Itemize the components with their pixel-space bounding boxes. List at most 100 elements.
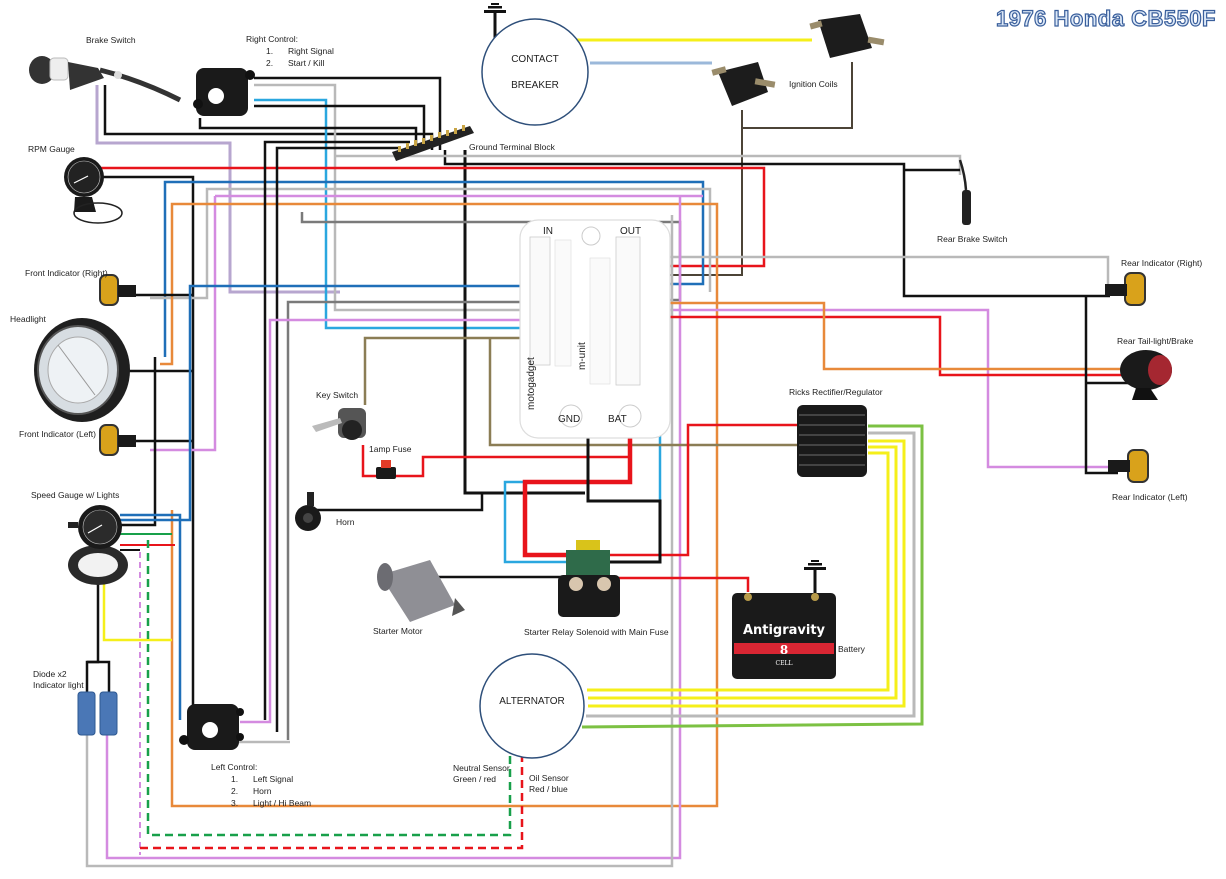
front-indicator-right-icon	[99, 274, 136, 306]
battery-cell-word: CELL	[776, 660, 793, 667]
front-indicator-left-label: Front Indicator (Left)	[19, 429, 97, 439]
left-control-label-group: Left Control: 1. Left Signal 2. Horn 3. …	[211, 761, 311, 809]
right-control-item-num: 2.	[266, 58, 274, 68]
wire-lightblue-rc	[254, 98, 535, 330]
m-unit-bat-label: BAT	[608, 414, 627, 425]
wire-black-diode2	[87, 660, 111, 692]
left-control-item-num: 3.	[231, 798, 239, 808]
wire-black-gnd-munit	[586, 412, 662, 564]
wire-red-relay-out	[595, 423, 800, 557]
contact-breaker-line1: CONTACT	[511, 54, 559, 65]
wire-darkgrey-2	[286, 300, 535, 740]
oil-sensor-label-line2: Red / blue	[529, 784, 568, 794]
rear-indicator-right-label: Rear Indicator (Right)	[1121, 258, 1203, 268]
alternator	[479, 653, 585, 759]
right-control-item-text: Right Signal	[288, 46, 334, 56]
wire-dash-green	[146, 540, 512, 837]
ground-symbol-cb	[484, 3, 506, 13]
wire-grey-rc	[254, 83, 535, 312]
wire-lilac-brake	[95, 85, 340, 294]
speed-gauge-label: Speed Gauge w/ Lights	[31, 490, 120, 500]
m-unit-in-label: IN	[543, 226, 553, 237]
right-control-item: 1. Right Signal	[246, 45, 334, 57]
starter-relay-icon	[558, 540, 620, 617]
right-control-icon	[193, 68, 255, 116]
wire-blue-main	[163, 180, 705, 357]
wire-red-batt	[610, 576, 750, 592]
brake-switch-icon	[29, 56, 182, 103]
left-control-item-text: Left Signal	[253, 774, 294, 784]
diode-right-icon	[99, 691, 118, 736]
wire-black-rear	[1084, 296, 1118, 475]
wire-black-lc-2	[275, 146, 400, 732]
battery-icon: Antigravity 8 CELL	[732, 593, 836, 679]
starter-motor-label: Starter Motor	[373, 626, 423, 636]
wire-black-gnd-block	[443, 150, 1110, 298]
right-control-item-text: Start / Kill	[288, 58, 325, 68]
wire-yellow-alt-3	[588, 439, 906, 708]
horn-label: Horn	[336, 517, 355, 527]
wire-grey-alt	[586, 431, 916, 718]
diode-label-line2: Indicator light	[33, 680, 84, 690]
wire-orange-tail	[640, 301, 1128, 371]
left-control-item: 3. Light / Hi Beam	[211, 797, 311, 809]
left-control-item: 1. Left Signal	[211, 773, 311, 785]
diode-left-icon	[77, 691, 96, 736]
speed-gauge-icon	[68, 505, 128, 585]
headlight-icon	[34, 318, 130, 422]
starter-relay-label: Starter Relay Solenoid with Main Fuse	[524, 627, 669, 637]
oil-sensor-label-line1: Oil Sensor	[529, 773, 569, 783]
alternator-label: ALTERNATOR	[499, 696, 565, 707]
wire-black-gnd-main	[463, 150, 585, 495]
key-switch-label: Key Switch	[316, 390, 359, 400]
diagram-title: 1976 Honda CB550F	[995, 5, 1216, 31]
fuse-icon	[376, 460, 396, 479]
right-control-label: Right Control:	[246, 34, 298, 44]
rectifier-icon	[797, 405, 867, 477]
wire-grey-diode	[85, 215, 674, 868]
front-indicator-right-label: Front Indicator (Right)	[25, 268, 108, 278]
brake-switch-label: Brake Switch	[86, 35, 136, 45]
rear-brake-switch-label: Rear Brake Switch	[937, 234, 1008, 244]
right-control-item: 2. Start / Kill	[246, 57, 334, 69]
wire-black-rpm	[100, 175, 195, 725]
wire-olive-rect	[488, 338, 800, 447]
wire-violet-rear-l	[640, 308, 1110, 469]
right-control-item-num: 1.	[266, 46, 274, 56]
wire-red-tail	[640, 315, 1128, 377]
key-switch-icon	[312, 408, 366, 440]
m-unit-module: IN OUT GND BAT motogadget m-unit	[519, 219, 671, 439]
rear-tail-light-label: Rear Tail-light/Brake	[1117, 336, 1194, 346]
left-control-item: 2. Horn	[211, 785, 311, 797]
rear-indicator-left-label: Rear Indicator (Left)	[1112, 492, 1188, 502]
ground-terminal-block-icon	[392, 125, 474, 161]
wire-grey-swch	[335, 154, 962, 175]
wire-black-hl2	[120, 357, 157, 527]
m-unit-out-label: OUT	[620, 226, 641, 237]
wire-yellow-alt-1	[587, 451, 890, 692]
contact-breaker-line2: BREAKER	[511, 80, 559, 91]
wire-red-main	[522, 410, 633, 558]
wire-black-rc-1	[254, 76, 442, 150]
left-control-label: Left Control:	[211, 762, 258, 772]
wire-brown-coil-munit	[640, 128, 743, 276]
wire-blue-sg	[120, 284, 535, 522]
rpm-gauge-label: RPM Gauge	[28, 144, 75, 154]
battery-brand: Antigravity	[743, 623, 826, 638]
left-control-item-num: 1.	[231, 774, 239, 784]
left-control-icon	[179, 704, 244, 750]
rectifier-label: Ricks Rectifier/Regulator	[789, 387, 883, 397]
diode-label-line1: Diode x2	[33, 669, 67, 679]
contact-breaker	[481, 18, 589, 126]
rear-indicator-left-icon	[1108, 449, 1149, 483]
wire-violet-lc	[240, 318, 535, 724]
rear-tail-light-icon	[1120, 350, 1172, 400]
m-unit-gnd-label: GND	[558, 414, 580, 425]
front-indicator-left-icon	[99, 424, 136, 456]
ignition-coil-right-icon	[809, 14, 885, 58]
neutral-sensor-label-line1: Neutral Sensor	[453, 763, 510, 773]
headlight-label: Headlight	[10, 314, 46, 324]
right-control-label-group: Right Control: 1. Right Signal 2. Start …	[246, 33, 334, 69]
wire-black-brake	[103, 85, 434, 150]
wire-orange-hl	[160, 202, 719, 808]
